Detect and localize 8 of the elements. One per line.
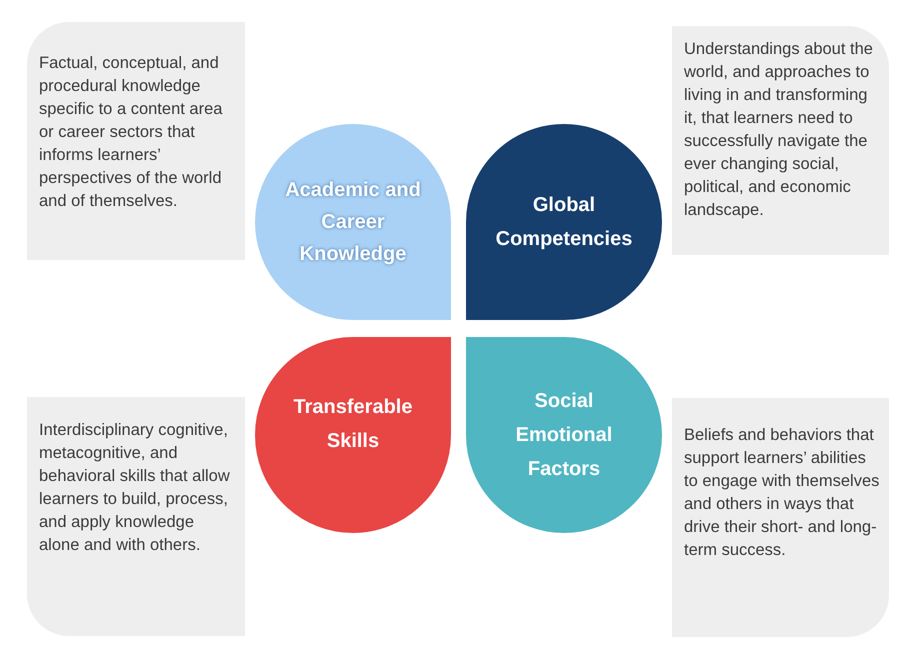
- petal-title: Transferable Skills: [294, 396, 412, 452]
- description-text: Interdisciplinary cognitive, metacognitive, and behavioral skills that allow learners to build, process, and apply knowledge alone and with others.: [39, 421, 230, 554]
- description-text: Factual, conceptual, and procedural knowledge specific to a content area or career sectors that informs learners’ perspectives of the world and of themselves.: [39, 54, 222, 210]
- description-text: Understandings about the world, and approaches to living in and transforming it, that learners need to successfully navigate the ever changing social, political, and economic landscape.: [684, 40, 873, 219]
- description-text: Beliefs and behaviors that support learners’ abilities to engage with themselves and others in ways that drive their short- and long-term success.: [684, 426, 880, 559]
- petal-title: Social Emotional Factors: [516, 390, 612, 480]
- petal-title: Academic and Career Knowledge: [285, 179, 421, 265]
- petal-title: Global Competencies: [496, 194, 632, 250]
